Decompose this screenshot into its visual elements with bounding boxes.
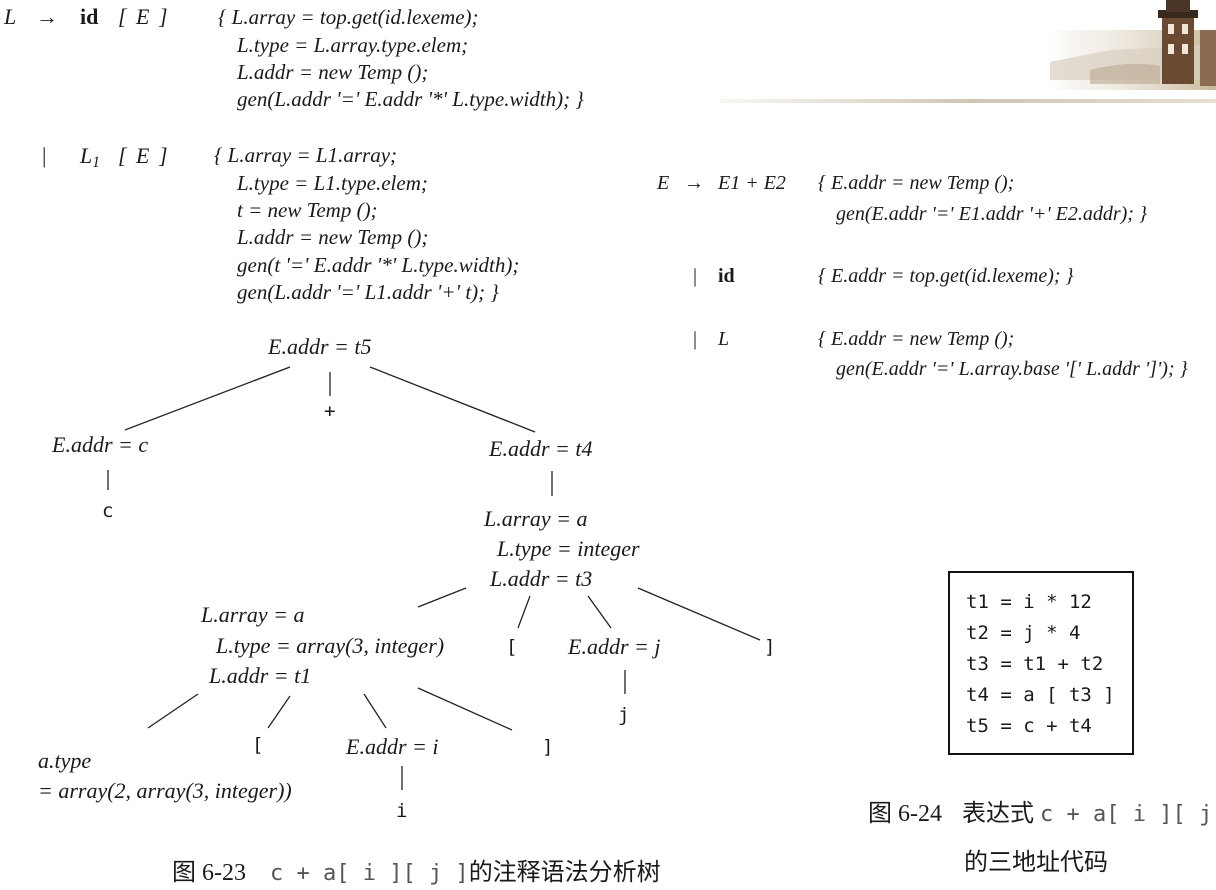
code-line: t4 = a [ t3 ] [966,684,1115,706]
grammar-r1-action: { E.addr = new Temp (); [818,172,1015,194]
grammar-r1-arrow: → [684,172,704,194]
fig23-expression: c + a[ i ][ j ] [270,861,469,886]
tree-l-outer-array: L.array = a [484,506,588,531]
tree-e-i-node: E.addr = i [346,734,439,759]
code-line: t3 = t1 + t2 [966,653,1104,675]
tree-e-j-node: E.addr = j [568,634,661,659]
figure-6-24-caption: 图 6-24 表达式 c + a[ i ][ j ] [868,793,1216,828]
rule2-action-line: L.addr = new Temp (); [237,225,429,249]
fig23-title: 的注释语法分析树 [468,860,661,886]
grammar-r2-bar: | [693,265,698,287]
tree-leaf-c: c [102,500,114,522]
tree-rbracket-inner: ] [542,736,554,758]
header-decoration-image [1050,0,1216,90]
rule1-arrow: → [36,4,58,29]
tree-edge [587,595,612,629]
rule1-action-line: L.addr = new Temp (); [237,60,429,84]
fig24-number: 图 6-24 [868,801,942,827]
tree-leaf-j: j [618,704,630,726]
tree-edge [517,595,531,629]
grammar-r3-rhs: L [718,328,730,350]
grammar-r3-bar: | [693,328,698,350]
tree-plus-node: + [324,400,336,422]
grammar-r1-lhs: E [657,172,670,194]
three-address-code-box: t1 = i * 12 t2 = j * 4 t3 = t1 + t2 t4 =… [948,571,1134,755]
tree-edge [267,695,291,729]
grammar-r1-rhs: E1 + E2 [718,172,786,194]
rule2-bar: | [42,143,47,168]
rule1-bracket: [ E ] [118,4,168,29]
tree-l-outer-type: L.type = integer [497,536,640,561]
rule1-lhs: L [4,4,17,29]
fig23-number: 图 6-23 [172,860,246,886]
tree-a-type-value: = array(2, array(3, integer)) [38,778,292,803]
rule1-id: id [80,4,99,29]
tree-l-inner-addr: L.addr = t1 [209,663,312,688]
rule2-action-line: gen(t '=' E.addr '*' L.type.width); [237,253,520,277]
fig24-title-a: 表达式 [962,801,1034,827]
grammar-r2-rhs: id [718,265,735,287]
rule1-action-line: L.type = L.array.type.elem; [237,33,469,57]
rule2-action-line: { L.array = L1.array; [214,143,398,167]
tree-l-inner-type: L.type = array(3, integer) [216,633,445,658]
rule2-head: L1 [80,143,100,171]
rule2-bracket: [ E ] [118,143,168,168]
tree-left-e-node: E.addr = c [52,432,149,457]
tree-edge [369,366,536,433]
figure-6-23-caption: 图 6-23 c + a[ i ][ j ]的注释语法分析树 [172,852,661,887]
tree-edge [363,693,387,729]
grammar-r3-action: gen(E.addr '=' L.array.base '[' L.addr '… [836,358,1188,380]
rule1-action-line: { L.array = top.get(id.lexeme); [218,5,479,29]
grammar-r3-action: { E.addr = new Temp (); [818,328,1015,350]
code-line: t1 = i * 12 [966,591,1092,613]
grammar-r1-action: gen(E.addr '=' E1.addr '+' E2.addr); } [836,203,1147,225]
rule1-action-line: gen(L.addr '=' E.addr '*' L.type.width);… [237,87,584,111]
rule2-action-line: gen(L.addr '=' L1.addr '+' t); } [237,280,499,304]
tree-rbracket-outer: ] [764,636,776,658]
code-line: t5 = c + t4 [966,715,1092,737]
header-rule [720,99,1216,103]
tree-edge [147,693,199,729]
tree-edge [417,587,467,608]
tree-lbracket-inner: [ [252,734,264,756]
tree-edge [124,366,291,431]
tree-leaf-i: i [396,800,408,822]
rule2-action-line: t = new Temp (); [237,198,378,222]
rule2-action-line: L.type = L1.type.elem; [237,171,428,195]
tree-l-inner-array: L.array = a [201,602,305,627]
grammar-r2-action: { E.addr = top.get(id.lexeme); } [818,265,1074,287]
tree-edge [417,687,513,731]
tree-edge [637,587,761,641]
tree-a-type: a.type [38,748,92,773]
tree-lbracket-outer: [ [506,636,518,658]
tree-right-e-node: E.addr = t4 [489,436,593,461]
fig24-expression: c + a[ i ][ j ] [1040,802,1216,827]
figure-6-24-caption-line2: 的三地址代码 [964,850,1108,876]
tree-root-node: E.addr = t5 [268,334,372,359]
code-line: t2 = j * 4 [966,622,1081,644]
tree-l-outer-addr: L.addr = t3 [490,566,593,591]
